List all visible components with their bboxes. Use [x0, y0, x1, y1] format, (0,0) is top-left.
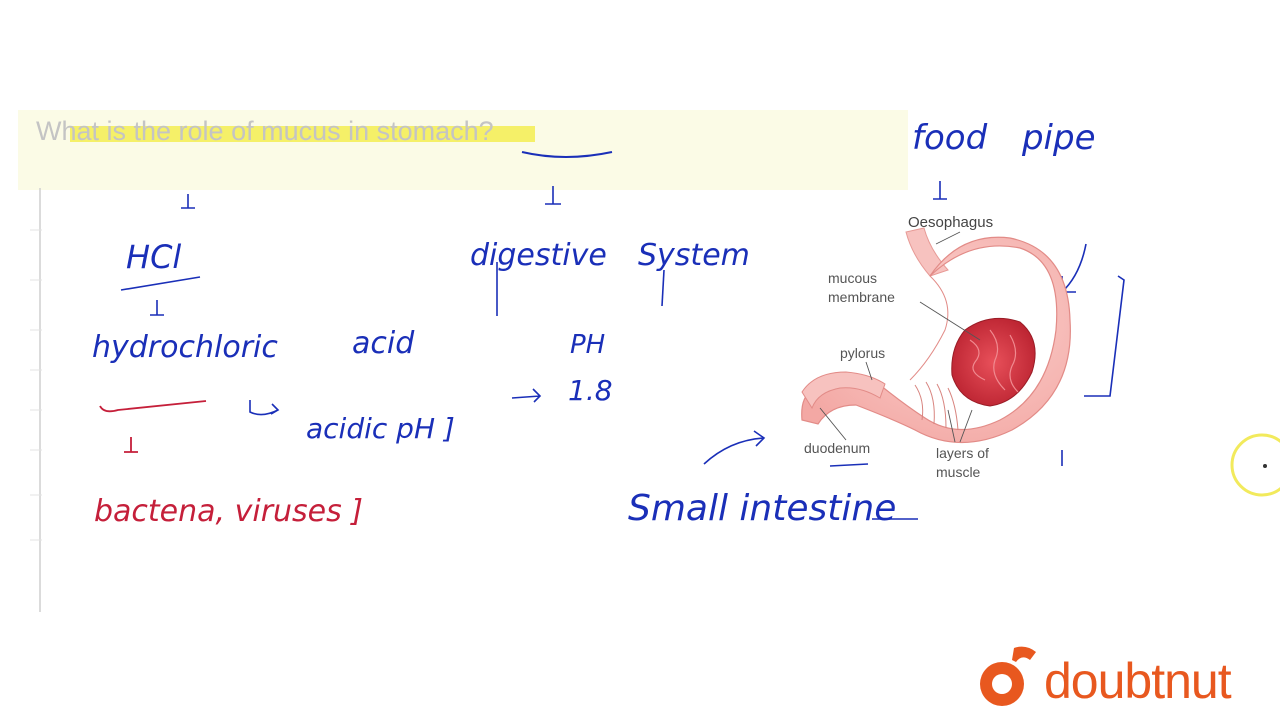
question-banner	[18, 110, 908, 190]
note-hydrochloric: hydrochloric	[92, 330, 278, 365]
note-digestive: digestive	[470, 238, 607, 273]
label-layers-of: layers of	[936, 445, 989, 461]
label-muscle: muscle	[936, 464, 981, 480]
note-acid: acid	[352, 326, 415, 361]
note-food-pipe: food pipe	[912, 118, 1096, 158]
label-membrane: membrane	[828, 289, 895, 305]
question-text: What is the role of mucus in stomach?	[36, 116, 494, 146]
label-duodenum: duodenum	[804, 440, 871, 456]
note-ph: PH	[570, 330, 606, 360]
label-pylorus: pylorus	[840, 345, 886, 361]
highlighter-stroke	[70, 126, 535, 142]
note-small-intestine: Small intestine	[628, 488, 897, 529]
note-bacteria-viruses: bactena, viruses ]	[94, 494, 364, 529]
note-system: System	[638, 238, 750, 273]
brand-name: doubtnut	[1044, 653, 1232, 709]
label-oesophagus: Oesophagus	[908, 214, 994, 231]
label-mucous: mucous	[828, 270, 878, 286]
note-ph-value: 1.8	[568, 374, 613, 407]
note-hcl: HCl	[126, 238, 182, 276]
note-acidic-ph: acidic pH ]	[306, 412, 455, 445]
